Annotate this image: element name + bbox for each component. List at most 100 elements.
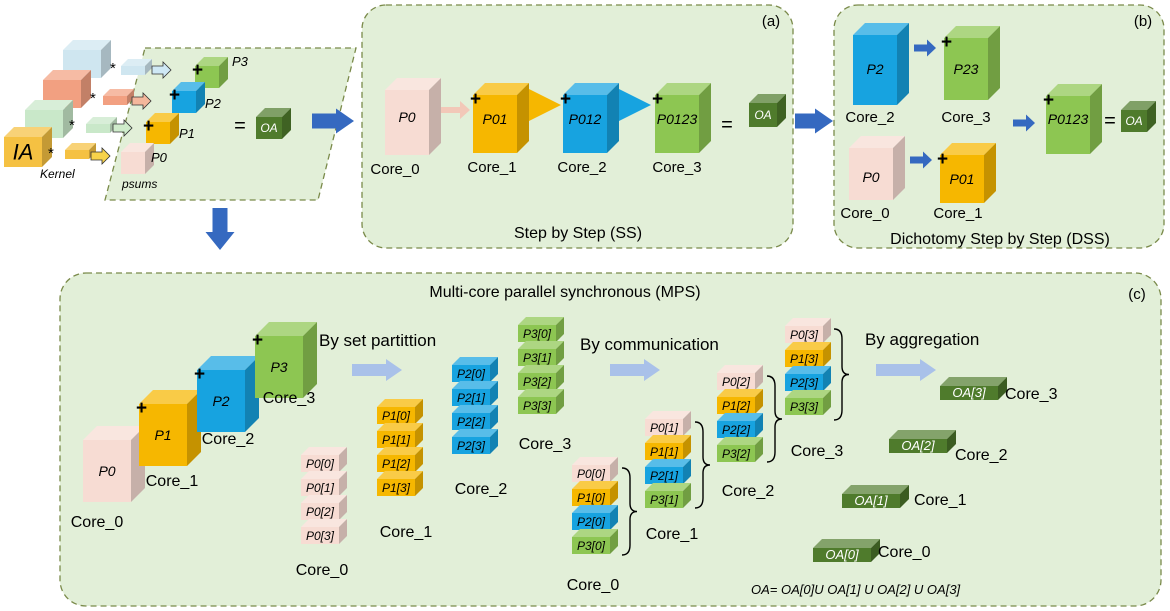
step-set-partition-label: By set partittion	[319, 331, 436, 350]
step-aggregation-label: By aggregation	[865, 330, 979, 349]
block-label: P0[0]	[306, 457, 335, 471]
part-p1-2: P1[2]	[377, 447, 423, 472]
block-label: P0123	[657, 111, 698, 127]
comm1-P1: P1[1]	[645, 435, 691, 460]
core-label: Core_1	[380, 524, 433, 541]
block-label: P0[1]	[650, 421, 679, 435]
panel-b-tag: (b)	[1134, 13, 1152, 30]
part-p1-1: P1[1]	[377, 423, 423, 448]
right-arrow-icon	[90, 147, 111, 165]
core-label: Core_0	[567, 577, 620, 594]
core-label: Core_3	[1005, 386, 1058, 403]
block-label: P0[0]	[577, 467, 606, 481]
block-label: P3[3]	[790, 400, 819, 414]
core-label: Core_0	[71, 514, 124, 531]
oa-part-label: OA[1]	[854, 493, 888, 508]
oa-part-2: OA[2]	[889, 430, 956, 453]
block-label: P0	[398, 109, 415, 125]
core-label: Core_0	[296, 562, 349, 579]
core-label: Core_2	[722, 483, 775, 500]
core-label: Core_2	[845, 109, 894, 126]
block-p012: P012+	[560, 83, 619, 153]
part-p0-2: P0[2]	[301, 495, 347, 520]
part-p1-3: P1[3]	[377, 471, 423, 496]
core-label: Core_1	[146, 473, 199, 490]
panel-c-title: Multi-core parallel synchronous (MPS)	[429, 284, 700, 301]
comm3-P1: P1[3]	[785, 342, 831, 367]
multiply-star: *	[110, 60, 116, 77]
block-label: P1[2]	[382, 457, 411, 471]
psum-label: P2	[205, 96, 222, 111]
big-block-p3: P3+	[252, 322, 317, 398]
right-arrow-icon	[112, 119, 133, 137]
panel-b-content: P2Core_2P23+Core_3P0Core_0P01+Core_1P012…	[840, 23, 1156, 222]
part-p1-0: P1[0]	[377, 399, 423, 424]
block-p0123: P0123+	[652, 83, 711, 153]
psum-p3: +	[192, 57, 228, 88]
block-label: IA	[13, 140, 34, 165]
block-label: P2[2]	[722, 423, 751, 437]
core-label: Core_3	[941, 109, 990, 126]
comm2-P1: P1[2]	[717, 389, 763, 414]
block-label: P3[3]	[523, 399, 552, 413]
block-label: P0123	[1048, 111, 1089, 127]
block-label: P0[1]	[306, 481, 335, 495]
flow-arrows	[205, 108, 833, 250]
core-label: Core_1	[933, 205, 982, 222]
block-label: P01	[950, 171, 975, 187]
plus-sign: +	[937, 149, 948, 170]
comm3-P0: P0[3]	[785, 318, 831, 343]
block-label: P2[3]	[457, 439, 486, 453]
panel-b	[833, 4, 1165, 249]
multiply-star: *	[90, 90, 96, 107]
aggregation-arrow	[876, 359, 936, 381]
plus-sign: +	[169, 85, 180, 106]
block-label: P1[3]	[790, 352, 819, 366]
block-label: P012	[569, 111, 602, 127]
plus-sign: +	[560, 89, 571, 110]
block-label: P3[2]	[523, 375, 552, 389]
panel-b-title: Dichotomy Step by Step (DSS)	[890, 231, 1110, 248]
equals-sign: =	[1104, 110, 1116, 132]
brace	[621, 467, 638, 556]
panel-c-tag: (c)	[1128, 286, 1146, 303]
oa-part-label: OA[3]	[952, 385, 986, 400]
comm1-P2: P2[1]	[645, 459, 691, 484]
oa-part-1: OA[1]	[842, 485, 909, 508]
plus-sign: +	[143, 116, 154, 137]
plus-sign: +	[1043, 90, 1054, 111]
multiply-star: *	[69, 117, 75, 134]
comm0-P0: P0[0]	[572, 457, 618, 482]
core-label: Core_0	[878, 544, 931, 561]
comm3-P3: P3[3]	[785, 390, 831, 415]
psum-p2: +	[169, 82, 205, 113]
core-label: Core_0	[840, 205, 889, 222]
core-label: Core_3	[791, 443, 844, 460]
plus-sign: +	[470, 89, 481, 110]
oa-block: OA	[749, 94, 786, 127]
block-label: P3[1]	[650, 493, 679, 507]
plus-sign: +	[192, 60, 203, 81]
psum-label: P3	[232, 54, 249, 69]
big-block-p0: P0	[83, 426, 145, 502]
part-p3-0: P3[0]	[518, 317, 564, 342]
oa-part-label: OA[0]	[825, 547, 859, 562]
block-p0: P0	[385, 78, 441, 155]
block-label: P2[3]	[790, 376, 819, 390]
block-label: OA	[1125, 114, 1142, 128]
oa-part-label: OA[2]	[901, 438, 935, 453]
step-communication-label: By communication	[580, 335, 719, 354]
comm1-P0: P0[1]	[645, 411, 691, 436]
comm2-P3: P3[2]	[717, 437, 763, 462]
part-p2-2: P2[2]	[452, 405, 498, 430]
block-label: P1[0]	[382, 409, 411, 423]
blue-block-arrow	[910, 151, 932, 169]
right-arrow-icon	[151, 61, 172, 79]
core-label: Core_1	[467, 159, 516, 176]
block-label: P2[0]	[577, 515, 606, 529]
block-label: P1[1]	[382, 433, 411, 447]
block-label: P0	[98, 463, 115, 479]
comm0-P3: P3[0]	[572, 529, 618, 554]
part-p2-3: P2[3]	[452, 429, 498, 454]
